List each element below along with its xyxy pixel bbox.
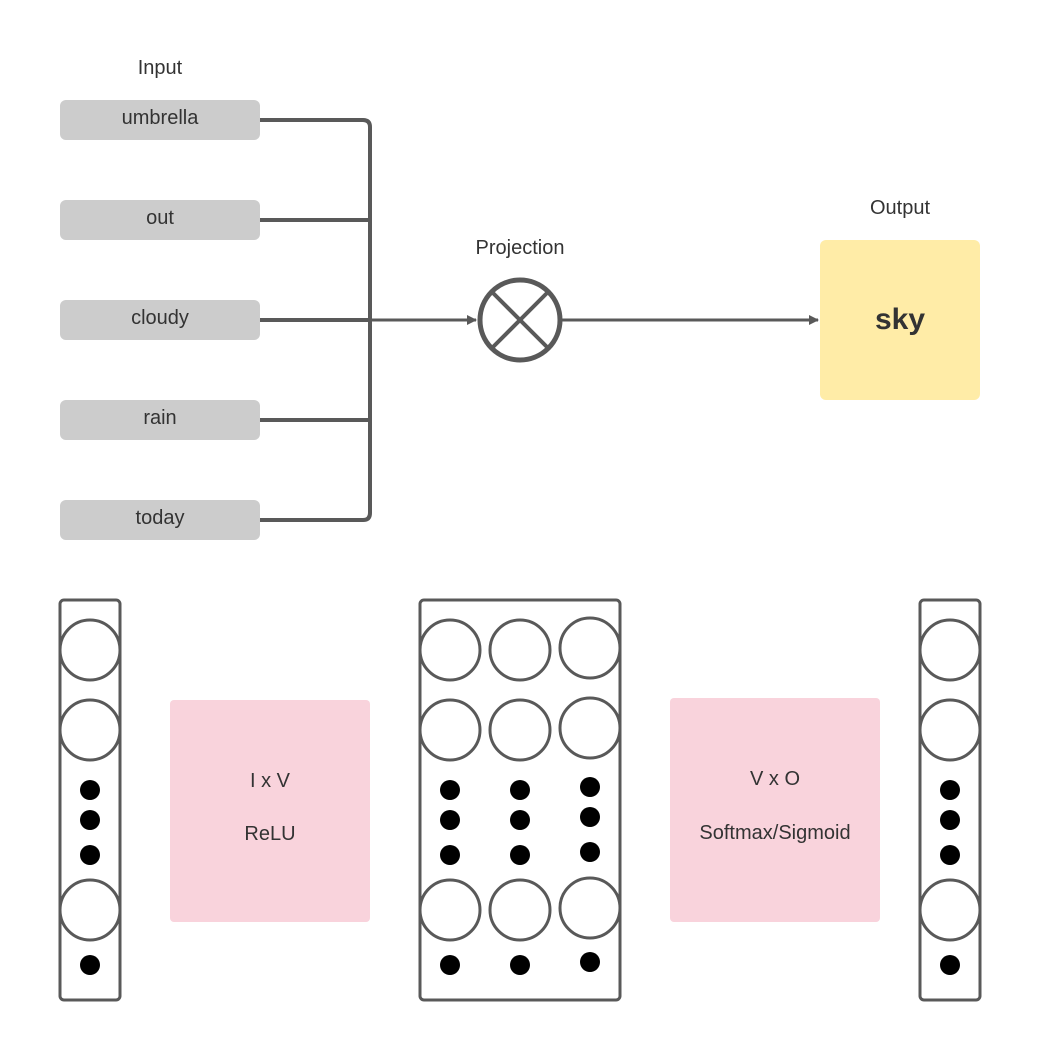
neuron — [918, 878, 982, 942]
input-connectors — [260, 118, 372, 522]
layer1-operation: I x V — [249, 770, 290, 792]
dot — [510, 810, 530, 830]
neuron — [58, 618, 122, 682]
projection-title: Projection — [475, 237, 565, 259]
output-word: sky — [874, 303, 926, 336]
neuron — [558, 876, 622, 940]
neuron — [418, 698, 482, 762]
dot — [580, 807, 600, 827]
neuron — [918, 698, 982, 762]
neuron — [558, 696, 622, 760]
layer1-operation-box: I x V ReLU — [170, 700, 370, 922]
neuron — [488, 698, 552, 762]
input-title: Input — [137, 57, 183, 79]
dot — [510, 780, 530, 800]
circle-x-icon — [477, 277, 563, 363]
dot — [440, 810, 460, 830]
dot — [80, 780, 100, 800]
dot — [580, 952, 600, 972]
neuron — [488, 878, 552, 942]
dot — [440, 955, 460, 975]
layer2-activation: Softmax/Sigmoid — [699, 822, 851, 844]
dot — [940, 780, 960, 800]
dot — [580, 842, 600, 862]
dot — [440, 780, 460, 800]
input-word-today: today — [60, 500, 260, 540]
neuron — [58, 878, 122, 942]
neuron — [488, 618, 552, 682]
dot — [80, 955, 100, 975]
neuron — [918, 618, 982, 682]
dot — [510, 845, 530, 865]
dot — [940, 845, 960, 865]
input-word-umbrella: umbrella — [60, 100, 260, 140]
output-word-box: sky — [820, 240, 980, 400]
neuron — [58, 698, 122, 762]
input-word-rain: rain — [60, 400, 260, 440]
dot — [80, 810, 100, 830]
layer2-operation: V x O — [749, 768, 800, 790]
dot — [440, 845, 460, 865]
ellipsis-dots — [80, 777, 960, 975]
neuron — [418, 618, 482, 682]
layer2-operation-box: V x O Softmax/Sigmoid — [670, 698, 880, 922]
dot — [580, 777, 600, 797]
neuron — [418, 878, 482, 942]
neuron — [558, 616, 622, 680]
input-word-cloudy: cloudy — [60, 300, 260, 340]
dot — [940, 955, 960, 975]
connector-umbrella — [260, 118, 372, 320]
layer1-activation: ReLU — [244, 823, 296, 845]
connector-today — [260, 320, 372, 522]
dot — [80, 845, 100, 865]
input-word-out: out — [60, 200, 260, 240]
dot — [510, 955, 530, 975]
dot — [940, 810, 960, 830]
output-title: Output — [869, 197, 931, 219]
